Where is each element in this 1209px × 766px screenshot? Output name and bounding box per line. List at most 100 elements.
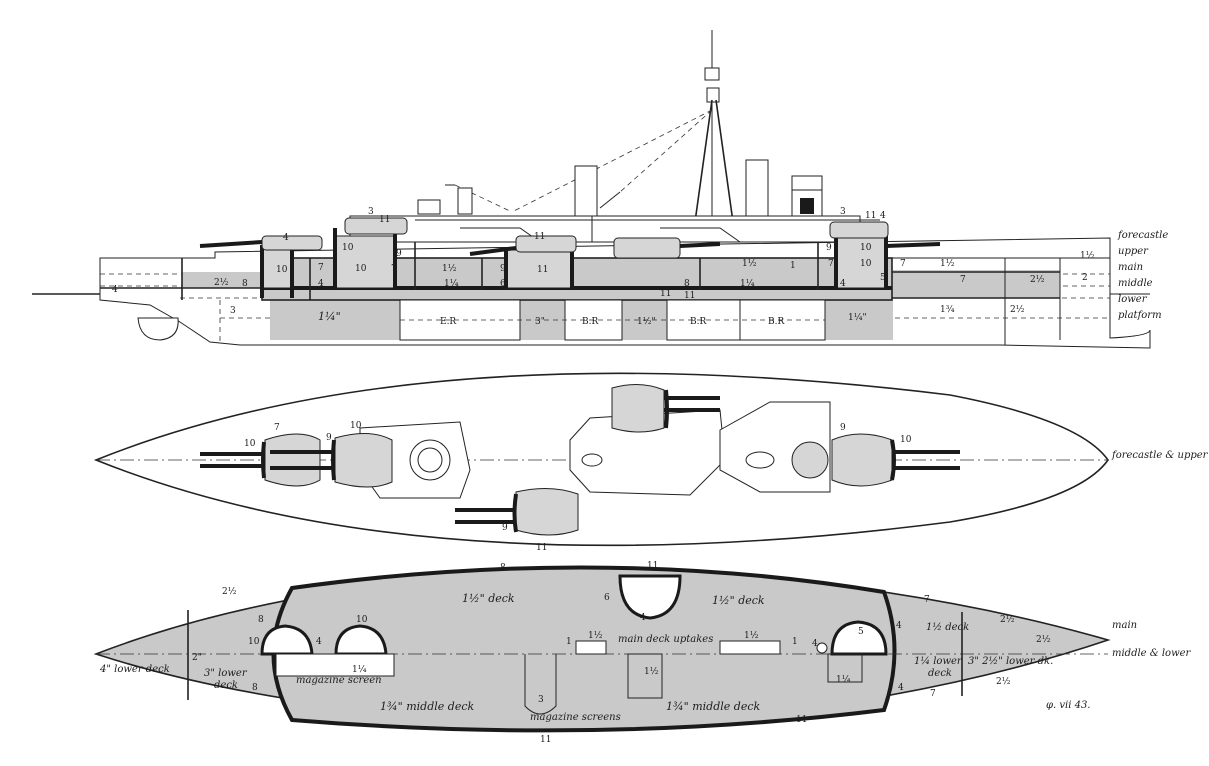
profile-labels: forecastle upper main middle lower platf… [112,207,1168,327]
plan-upper-deck: forecastle & upper 7 10 9 10 9 11 9 10 [93,372,1209,553]
note-lower-deck-fwd-b: deck [928,668,952,679]
deck-label-platform: platform [1118,310,1162,321]
armour-value: 4 [283,233,289,243]
funnel-fore [745,159,769,217]
armour-value: 4 [898,683,904,693]
armour-value: 4 [812,639,818,649]
belt-magazine-aft [270,300,400,340]
armour-value: 7 [274,423,280,433]
compartment-label: B.R [690,317,706,327]
deck-label-middle-lower: middle & lower [1112,648,1192,659]
deck-label-lower: lower [1118,294,1148,305]
searchlight-tower [457,187,473,215]
profile-view [32,30,1151,349]
armour-value: 1½ [442,263,457,274]
armour-value: 9 [840,423,846,433]
deck-label-forecastle: forecastle [1117,230,1168,241]
armour-value: 9 [826,243,832,253]
note-deck-1-half-right: 1½" deck [712,594,765,607]
note-middle-deck-left: 1¾" middle deck [380,700,474,713]
armour-value: 10 [860,259,872,269]
note-lower-deck-3a: 3" lower [204,668,248,679]
armour-value: 4 [112,285,118,295]
belt-label: 1¼" [848,312,867,323]
armour-value: 11 [684,291,695,301]
armour-value: 7 [900,259,906,269]
bridge [791,175,823,191]
belt-label: 1½" [637,316,656,327]
armour-value: 2 [1082,273,1088,283]
note-deck-1-half-left: 1½" deck [462,592,515,605]
armour-value: 7 [391,264,397,274]
armour-value: 7 [930,689,936,699]
armour-value: 10 [248,637,260,647]
armour-value: 10 [350,421,362,431]
rudder [137,317,179,341]
armour-value: 6 [500,279,506,289]
armour-value: 1½ [940,258,955,269]
belt-label: 1¼" [318,310,341,323]
armour-value: 6 [604,593,610,603]
note-magazine-screens: magazine screens [530,712,621,723]
note-magazine-screen-num: 1¼ [352,664,367,675]
deck-label-main-plan: main [1112,620,1137,631]
barbettes-profile [199,217,941,298]
deck-label-main: main [1118,262,1143,273]
armour-value: 1½ [588,630,603,641]
armour-value: 11 [540,735,551,745]
armour-value: 11 [536,543,547,553]
armour-value: 3 [840,207,846,217]
belt-label: 3" [535,317,545,327]
magazine-screen-aft [275,653,395,677]
armour-value: 8 [258,615,264,625]
armour-value: 10 [276,265,288,275]
armour-value: 2½ [1010,304,1025,315]
armour-value: 10 [342,243,354,253]
armour-value: 9 [500,264,506,274]
armour-value: 9 [502,523,508,533]
armour-value: 1½ [742,258,757,269]
armour-value: 10 [355,264,367,274]
armour-value: 10 [900,435,912,445]
armour-value: 4 [896,621,902,631]
conning-tower [800,198,814,214]
armour-value: 3 [230,306,236,316]
armour-value: 11 [379,215,390,225]
armour-value: 4 [880,211,886,221]
note-lower-deck-fwd-a: 1¼ lower [914,656,963,667]
armour-value: 2½ [1000,614,1015,625]
armour-value: 2½ [1036,634,1051,645]
note-lower-deck-3b: deck [214,680,238,691]
armour-value: 4 [840,279,846,289]
armour-value: 11 [647,561,658,571]
armour-value: 1¼ [836,674,851,685]
armour-value: 4 [318,279,324,289]
armour-value: 8 [252,683,258,693]
armour-value: 11 [660,289,671,299]
belt-fore [892,270,1060,298]
armour-value: 2½ [214,277,229,288]
armour-value: 1½ [644,666,659,677]
armour-value: 11 [865,211,876,221]
belt-magazine-fore [825,300,893,340]
armour-value: 8 [500,563,506,573]
armour-value: 2½ [222,586,237,597]
note-middle-deck-right: 1¾" middle deck [666,700,760,713]
note-deck-fwd-main: 1½ deck [926,622,969,633]
armour-value: 10 [860,243,872,253]
armour-value: 1¼ [444,278,459,289]
armour-value: 9 [326,433,332,443]
armour-value: 2½ [1030,274,1045,285]
note-lower-dk-fwd: 3" 2½" lower dk. [968,656,1053,667]
note-magazine-screen: magazine screen [296,675,382,686]
armour-value: 7 [318,263,324,273]
armour-value: 2" [192,653,202,663]
mast [511,30,734,223]
armour-value: 1 [566,637,572,647]
plan-main-deck: 4" lower deck 3" lower deck 1½" deck 1½"… [93,561,1192,745]
armour-value: 10 [356,615,368,625]
armour-value: 9 [396,249,402,259]
armour-value: 11 [796,715,807,725]
deck-label-middle: middle [1118,278,1153,289]
